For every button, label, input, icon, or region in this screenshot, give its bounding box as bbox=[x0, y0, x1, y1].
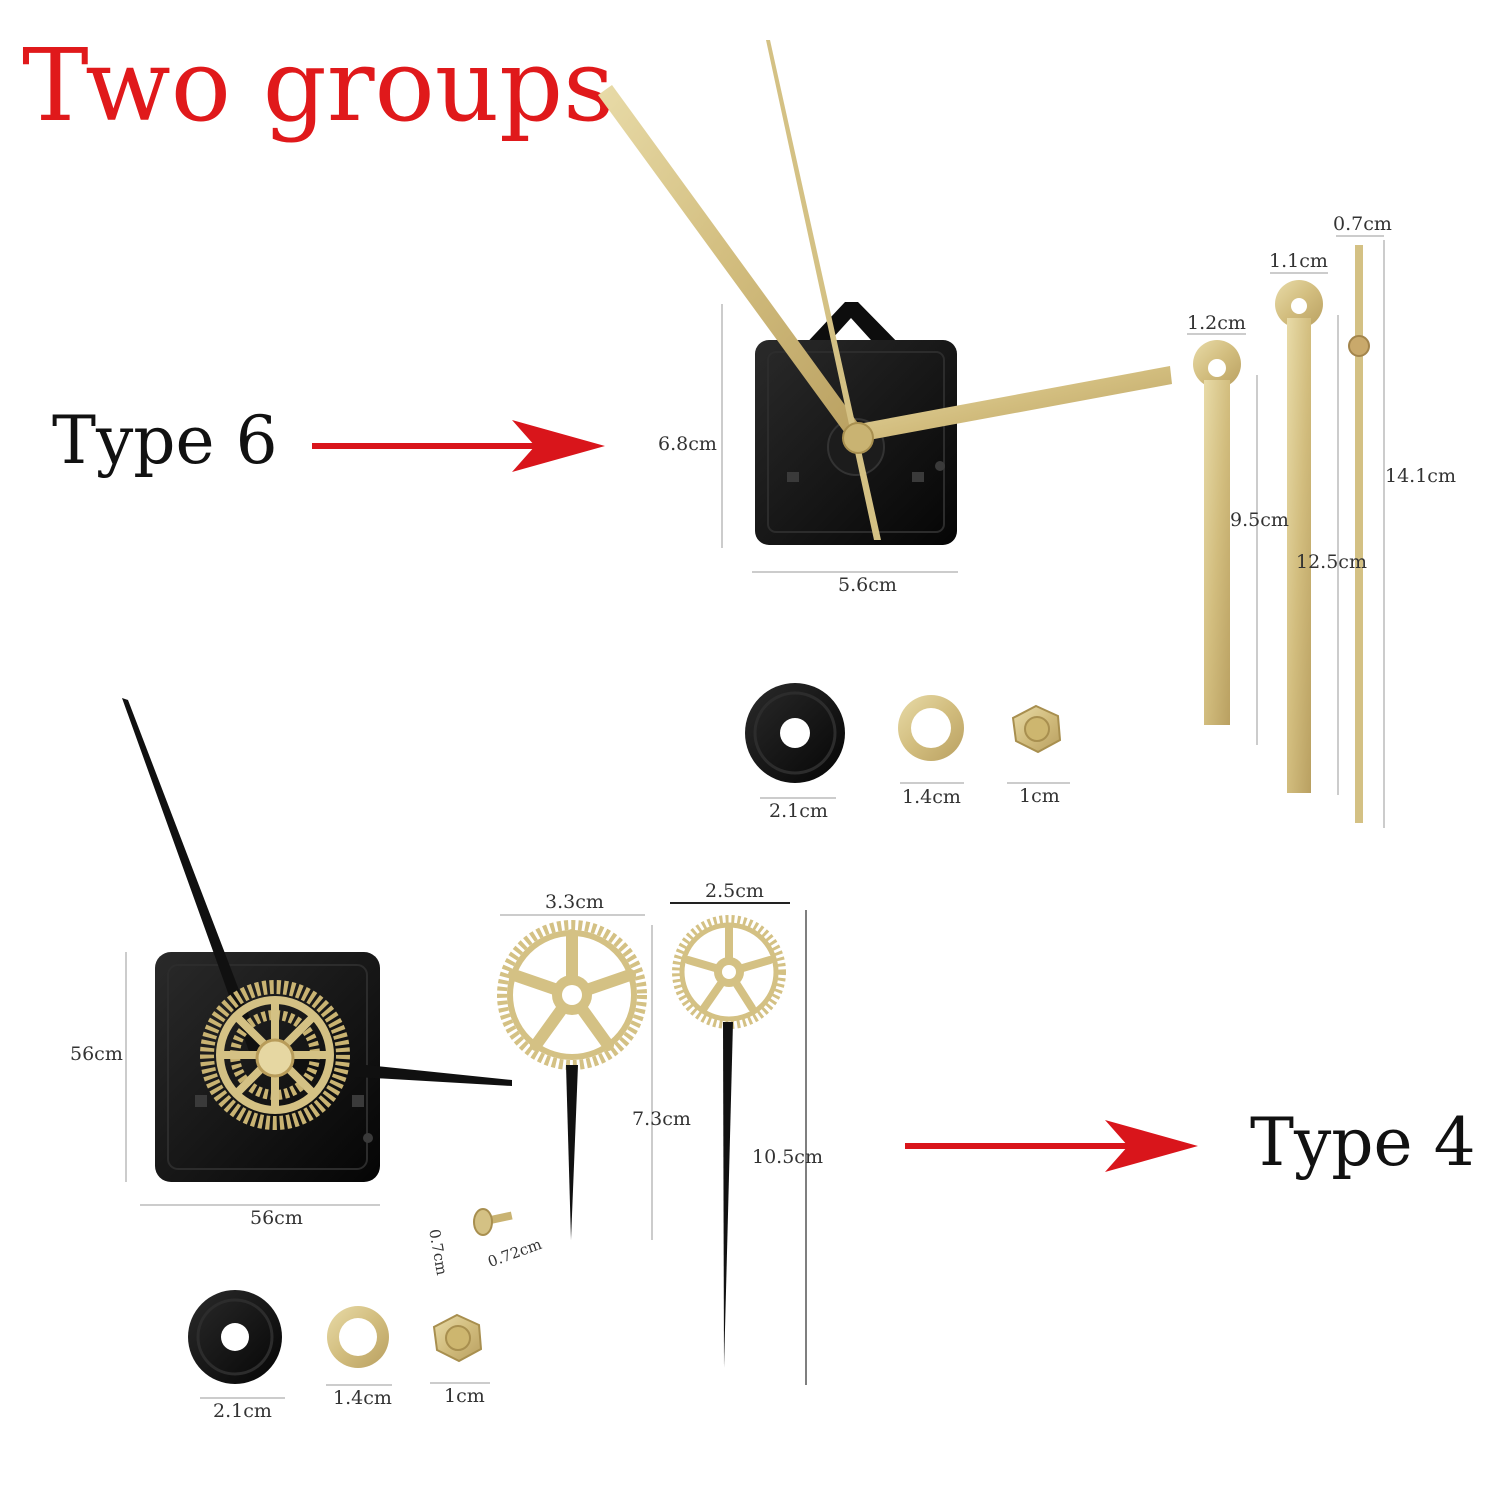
type-6-hour-hand-length-label: 9.5cm bbox=[1230, 509, 1289, 531]
type-4-washer bbox=[327, 1306, 389, 1368]
type-4-movement-width-label: 56cm bbox=[250, 1207, 303, 1229]
type-6-movement-height-label: 6.8cm bbox=[658, 433, 717, 455]
type-6-hour-hand-width-label: 1.2cm bbox=[1187, 312, 1246, 334]
type-4-gasket-size-label: 2.1cm bbox=[213, 1400, 272, 1422]
type-4-gasket bbox=[188, 1290, 282, 1384]
type-4-large-gear-width-label: 3.3cm bbox=[545, 891, 604, 913]
type-4-nut bbox=[432, 1313, 483, 1363]
type-6-second-hand-length-label: 14.1cm bbox=[1385, 465, 1456, 487]
type-4-large-gear-hand bbox=[497, 920, 647, 1240]
type-4-nut-size-label: 1cm bbox=[444, 1385, 485, 1407]
type-6-minute-hand-width-label: 1.1cm bbox=[1269, 250, 1328, 272]
type-6-washer-size-label: 1.4cm bbox=[902, 786, 961, 808]
type-4-long-hand-length-label: 10.5cm bbox=[752, 1146, 823, 1168]
type-6-second-hand bbox=[1348, 245, 1370, 823]
type-6-hour-hand bbox=[1193, 340, 1241, 725]
type-6-gasket-size-label: 2.1cm bbox=[769, 800, 828, 822]
type-6-minute-hand bbox=[1275, 280, 1323, 793]
arrow-type-6 bbox=[312, 420, 605, 472]
type-6-second-hand-width-label: 0.7cm bbox=[1333, 213, 1392, 235]
type-6-washer bbox=[898, 695, 964, 761]
type-6-label: Type 6 bbox=[52, 402, 278, 479]
arrow-type-4 bbox=[905, 1120, 1198, 1172]
type-4-movement-height-label: 56cm bbox=[70, 1043, 123, 1065]
type-4-short-hand-length-label: 7.3cm bbox=[632, 1108, 691, 1130]
type-6-gasket bbox=[745, 683, 845, 783]
type-6-nut-size-label: 1cm bbox=[1019, 785, 1060, 807]
page-title: Two groups bbox=[22, 27, 615, 144]
type-6-nut bbox=[1011, 704, 1062, 754]
type-4-small-gear-width-label: 2.5cm bbox=[705, 880, 764, 902]
type-6-minute-hand-length-label: 12.5cm bbox=[1296, 551, 1367, 573]
type-6-movement-width-label: 5.6cm bbox=[838, 574, 897, 596]
type-4-label: Type 4 bbox=[1250, 1104, 1476, 1181]
type-4-small-gear-hand bbox=[672, 915, 786, 1368]
type-4-washer-size-label: 1.4cm bbox=[333, 1387, 392, 1409]
type-4-mounted-hands bbox=[122, 698, 512, 1130]
type-6-mounted-hands bbox=[598, 40, 1172, 540]
type-4-screw bbox=[473, 1208, 513, 1236]
